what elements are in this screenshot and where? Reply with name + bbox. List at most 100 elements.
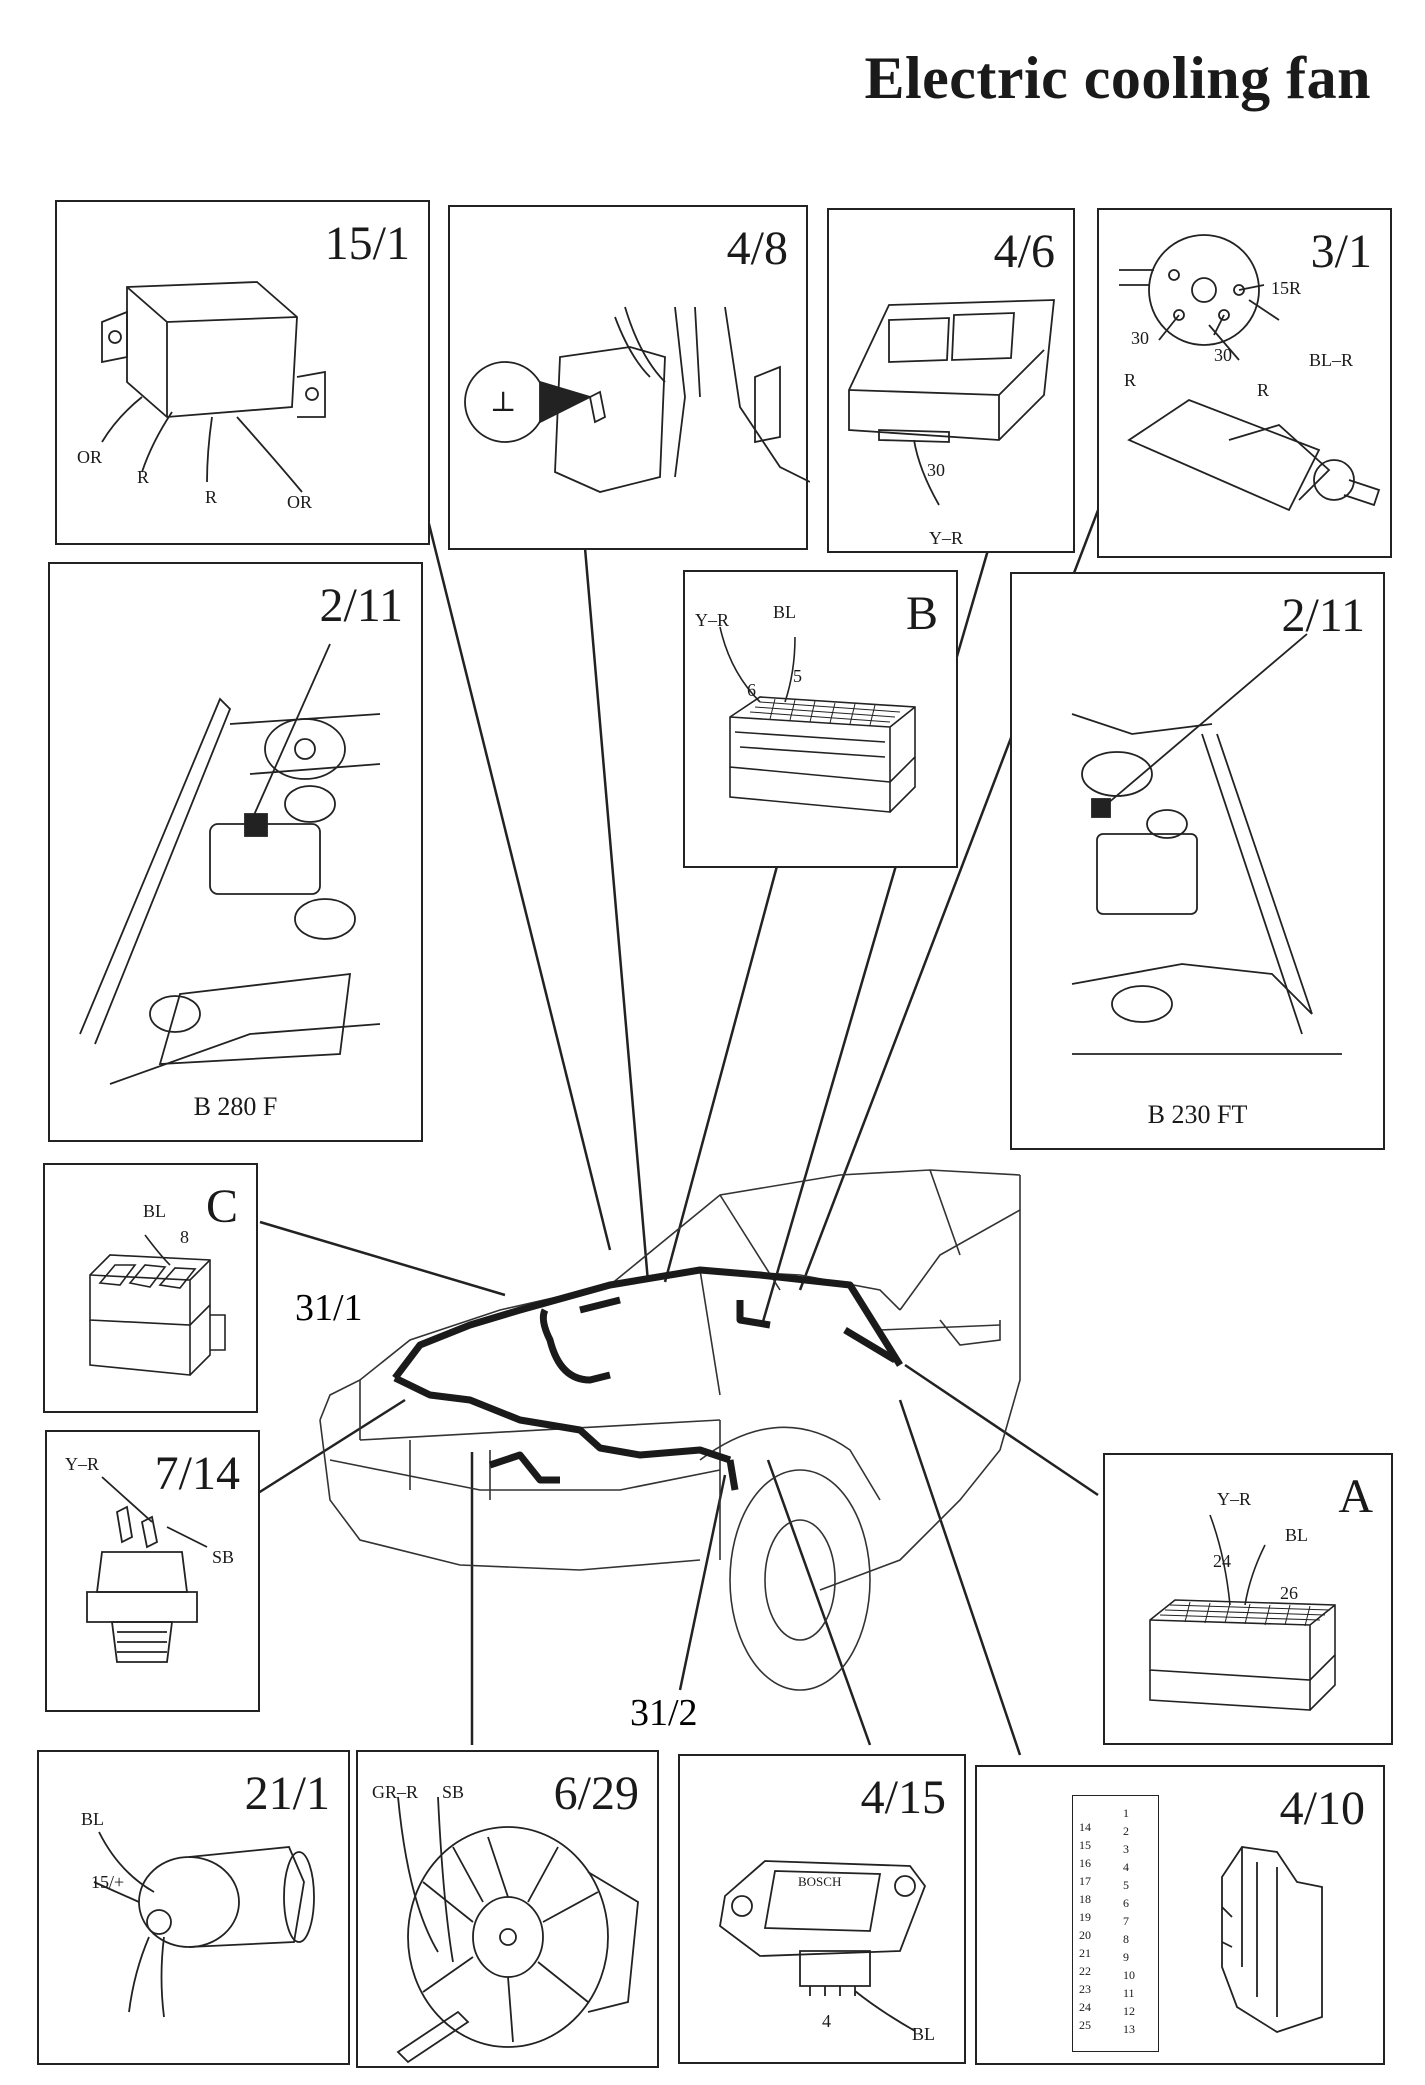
pin-number: 5 <box>1123 1878 1129 1892</box>
wire-label: GR–R <box>372 1782 419 1802</box>
pin-label: 5 <box>793 666 802 686</box>
pin-number: 25 <box>1079 2018 1091 2032</box>
panel-id: 15/1 <box>324 217 410 270</box>
panel-6-29: 6/29 GR–R SB <box>356 1750 659 2068</box>
pin-number: 4 <box>1123 1860 1129 1874</box>
ground-point-figure <box>464 306 810 493</box>
pin-number: 19 <box>1079 1910 1091 1924</box>
pin-label: 30 <box>927 460 945 480</box>
wire-label: BL <box>81 1809 105 1829</box>
pin-number: 14 <box>1079 1820 1091 1834</box>
pin-number: 9 <box>1123 1950 1129 1964</box>
panel-C: C BL 8 <box>43 1163 258 1413</box>
panel-4-8: 4/8 ⊥ <box>448 205 810 550</box>
pin-number: 13 <box>1123 2022 1135 2036</box>
pin-label: 30 <box>1131 328 1149 348</box>
wire-label: Y–R <box>65 1454 100 1474</box>
panel-2-11-b230ft: 2/11 B 230 FT <box>1010 572 1385 1150</box>
engine-bay-figure <box>1071 633 1342 1055</box>
pin-number: 2 <box>1123 1824 1129 1838</box>
panel-id: 4/15 <box>860 1771 946 1824</box>
wire-label: OR <box>77 447 103 467</box>
pin-number: 17 <box>1079 1874 1091 1888</box>
wire-label: BL–R <box>1309 350 1354 370</box>
wire-label: BL <box>1285 1525 1309 1545</box>
panel-id: 3/1 <box>1310 225 1372 278</box>
pin-label: 15R <box>1271 278 1302 298</box>
wire-label: SB <box>442 1782 465 1802</box>
fan-motor-figure <box>396 1796 639 2064</box>
pin-label: 4 <box>822 2011 831 2031</box>
coil-figure <box>93 1831 315 2018</box>
wire-label: Y–R <box>929 528 964 548</box>
pin-number: 3 <box>1123 1842 1129 1856</box>
wire-label: SB <box>212 1547 235 1567</box>
panel-id: 21/1 <box>244 1767 330 1820</box>
control-unit-figure <box>848 299 1056 506</box>
pin-label: 15/+ <box>91 1872 125 1892</box>
page-title: Electric cooling fan <box>864 45 1371 111</box>
pin-number: 16 <box>1079 1856 1091 1870</box>
pin-label: 8 <box>180 1227 189 1247</box>
panel-id: A <box>1338 1470 1373 1523</box>
panel-id: 4/8 <box>726 222 788 275</box>
connector-C-figure <box>89 1234 226 1376</box>
temperature-switch-figure <box>86 1476 208 1663</box>
panel-21-1: 21/1 BL 15/+ <box>37 1750 350 2065</box>
panel-id: 6/29 <box>553 1767 639 1820</box>
panel-2-11-b280f: 2/11 B 280 F <box>48 562 423 1142</box>
wire-label: R <box>1124 370 1137 390</box>
panel-3-1: 3/1 15R 30 30 R R BL–R <box>1097 208 1392 558</box>
panel-7-14: 7/14 Y–R SB <box>45 1430 260 1712</box>
ignition-module-figure <box>719 1860 927 2032</box>
pin-number: 10 <box>1123 1968 1135 1982</box>
engine-bay-figure <box>79 643 381 1085</box>
pin-number: 11 <box>1123 1986 1135 2000</box>
harness-label-31-1: 31/1 <box>295 1287 363 1329</box>
pin-number: 7 <box>1123 1914 1129 1928</box>
panel-caption: B 230 FT <box>1147 1100 1248 1129</box>
panel-A: A Y–R BL 24 26 <box>1103 1453 1393 1745</box>
panel-id: 2/11 <box>319 579 403 632</box>
connector-A-figure <box>1149 1514 1336 1711</box>
pin-label: 6 <box>747 680 756 700</box>
wire-label: R <box>205 487 218 507</box>
pin-number: 15 <box>1079 1838 1091 1852</box>
wire-label: R <box>1257 380 1270 400</box>
pin-label: 24 <box>1213 1551 1231 1571</box>
pin-label: 30 <box>1214 345 1232 365</box>
pin-number: 8 <box>1123 1932 1129 1946</box>
harness-label-31-2: 31/2 <box>630 1692 698 1734</box>
control-unit-figure <box>1221 1846 1323 2033</box>
panel-id: 7/14 <box>154 1447 240 1500</box>
wire-label: Y–R <box>695 610 730 630</box>
panel-id: 4/10 <box>1279 1782 1365 1835</box>
panel-caption: B 280 F <box>193 1092 278 1121</box>
panel-4-15: 4/15 BOSCH 4 BL <box>678 1754 966 2064</box>
ignition-switch-figure <box>1119 234 1381 512</box>
wire-label: OR <box>287 492 313 512</box>
panel-B: B Y–R BL 6 5 <box>683 570 958 868</box>
ground-symbol: ⊥ <box>490 387 517 418</box>
pin-number: 23 <box>1079 1982 1091 1996</box>
connector-B-figure <box>719 626 916 813</box>
pin-number: 6 <box>1123 1896 1129 1910</box>
panel-4-6: 4/6 30 Y–R <box>827 208 1075 553</box>
panel-id: C <box>205 1180 238 1233</box>
pin-label: 26 <box>1280 1583 1298 1603</box>
panel-id: 4/6 <box>993 225 1055 278</box>
brand-label: BOSCH <box>798 1874 842 1889</box>
panel-id: B <box>905 587 938 640</box>
wire-label: BL <box>912 2024 936 2044</box>
wire-label: BL <box>773 602 797 622</box>
pin-number: 24 <box>1079 2000 1091 2014</box>
pin-number: 12 <box>1123 2004 1135 2018</box>
panel-15-1: 15/1 OR R R OR <box>55 200 430 545</box>
wire-label: R <box>137 467 150 487</box>
pin-number: 21 <box>1079 1946 1091 1960</box>
panel-id: 2/11 <box>1281 589 1365 642</box>
pin-number: 20 <box>1079 1928 1091 1942</box>
pin-number: 18 <box>1079 1892 1091 1906</box>
